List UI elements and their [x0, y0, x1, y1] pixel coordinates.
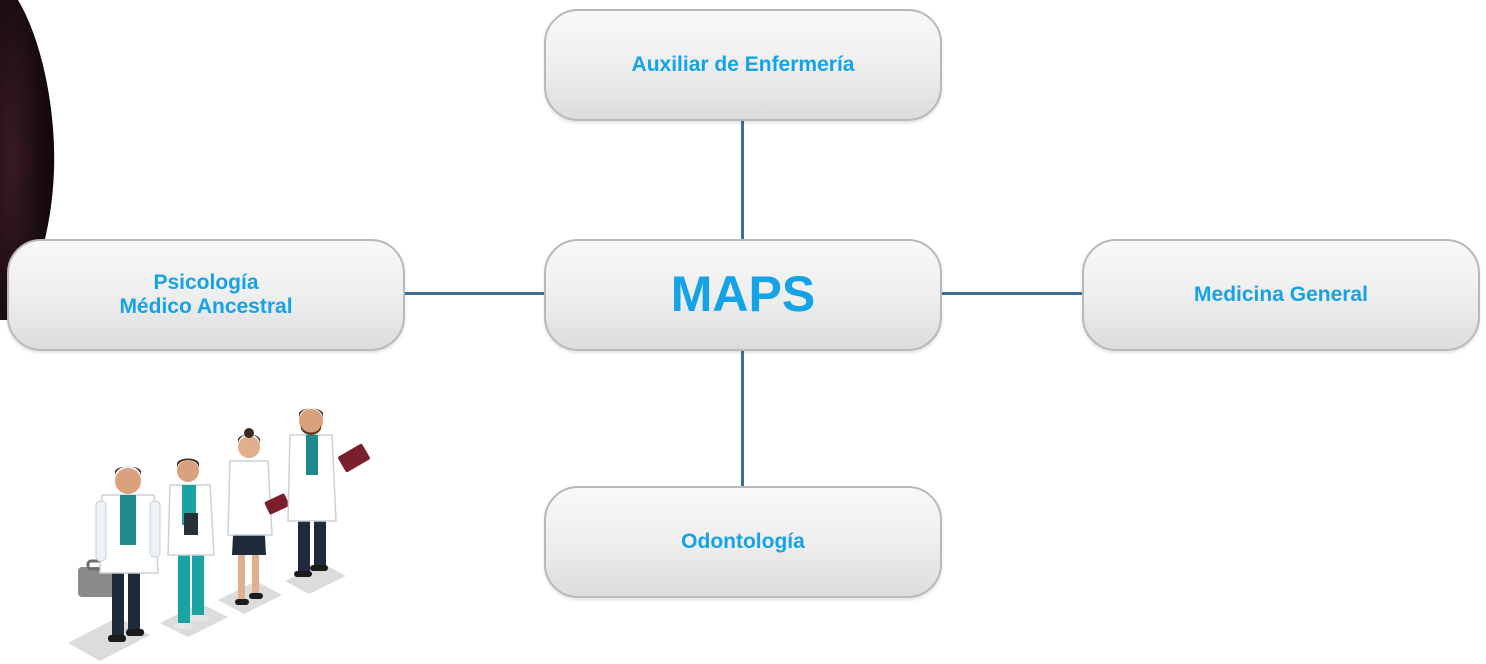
- node-label-line1: Psicología: [153, 270, 259, 294]
- node-odontologia: Odontología: [544, 486, 942, 598]
- connector-left: [405, 292, 544, 295]
- doctor-with-bag-figure: [78, 466, 161, 642]
- node-psicologia-medico-ancestral: Psicología Médico Ancestral: [7, 239, 405, 351]
- nurse-with-clipboard-figure: [167, 458, 215, 629]
- center-label: MAPS: [670, 266, 816, 323]
- connector-top: [741, 121, 744, 239]
- node-maps-center: MAPS: [544, 239, 942, 351]
- node-label: Medicina General: [1194, 282, 1368, 306]
- female-doctor-figure: [227, 428, 290, 605]
- connector-bottom: [741, 351, 744, 486]
- node-label: Odontología: [681, 529, 805, 553]
- medical-team-illustration: [68, 408, 370, 661]
- node-auxiliar-enfermeria: Auxiliar de Enfermería: [544, 9, 942, 121]
- node-medicina-general: Medicina General: [1082, 239, 1480, 351]
- connector-right: [942, 292, 1082, 295]
- node-label: Auxiliar de Enfermería: [631, 52, 855, 76]
- node-label-line2: Médico Ancestral: [119, 295, 293, 318]
- male-doctor-figure: [287, 408, 370, 577]
